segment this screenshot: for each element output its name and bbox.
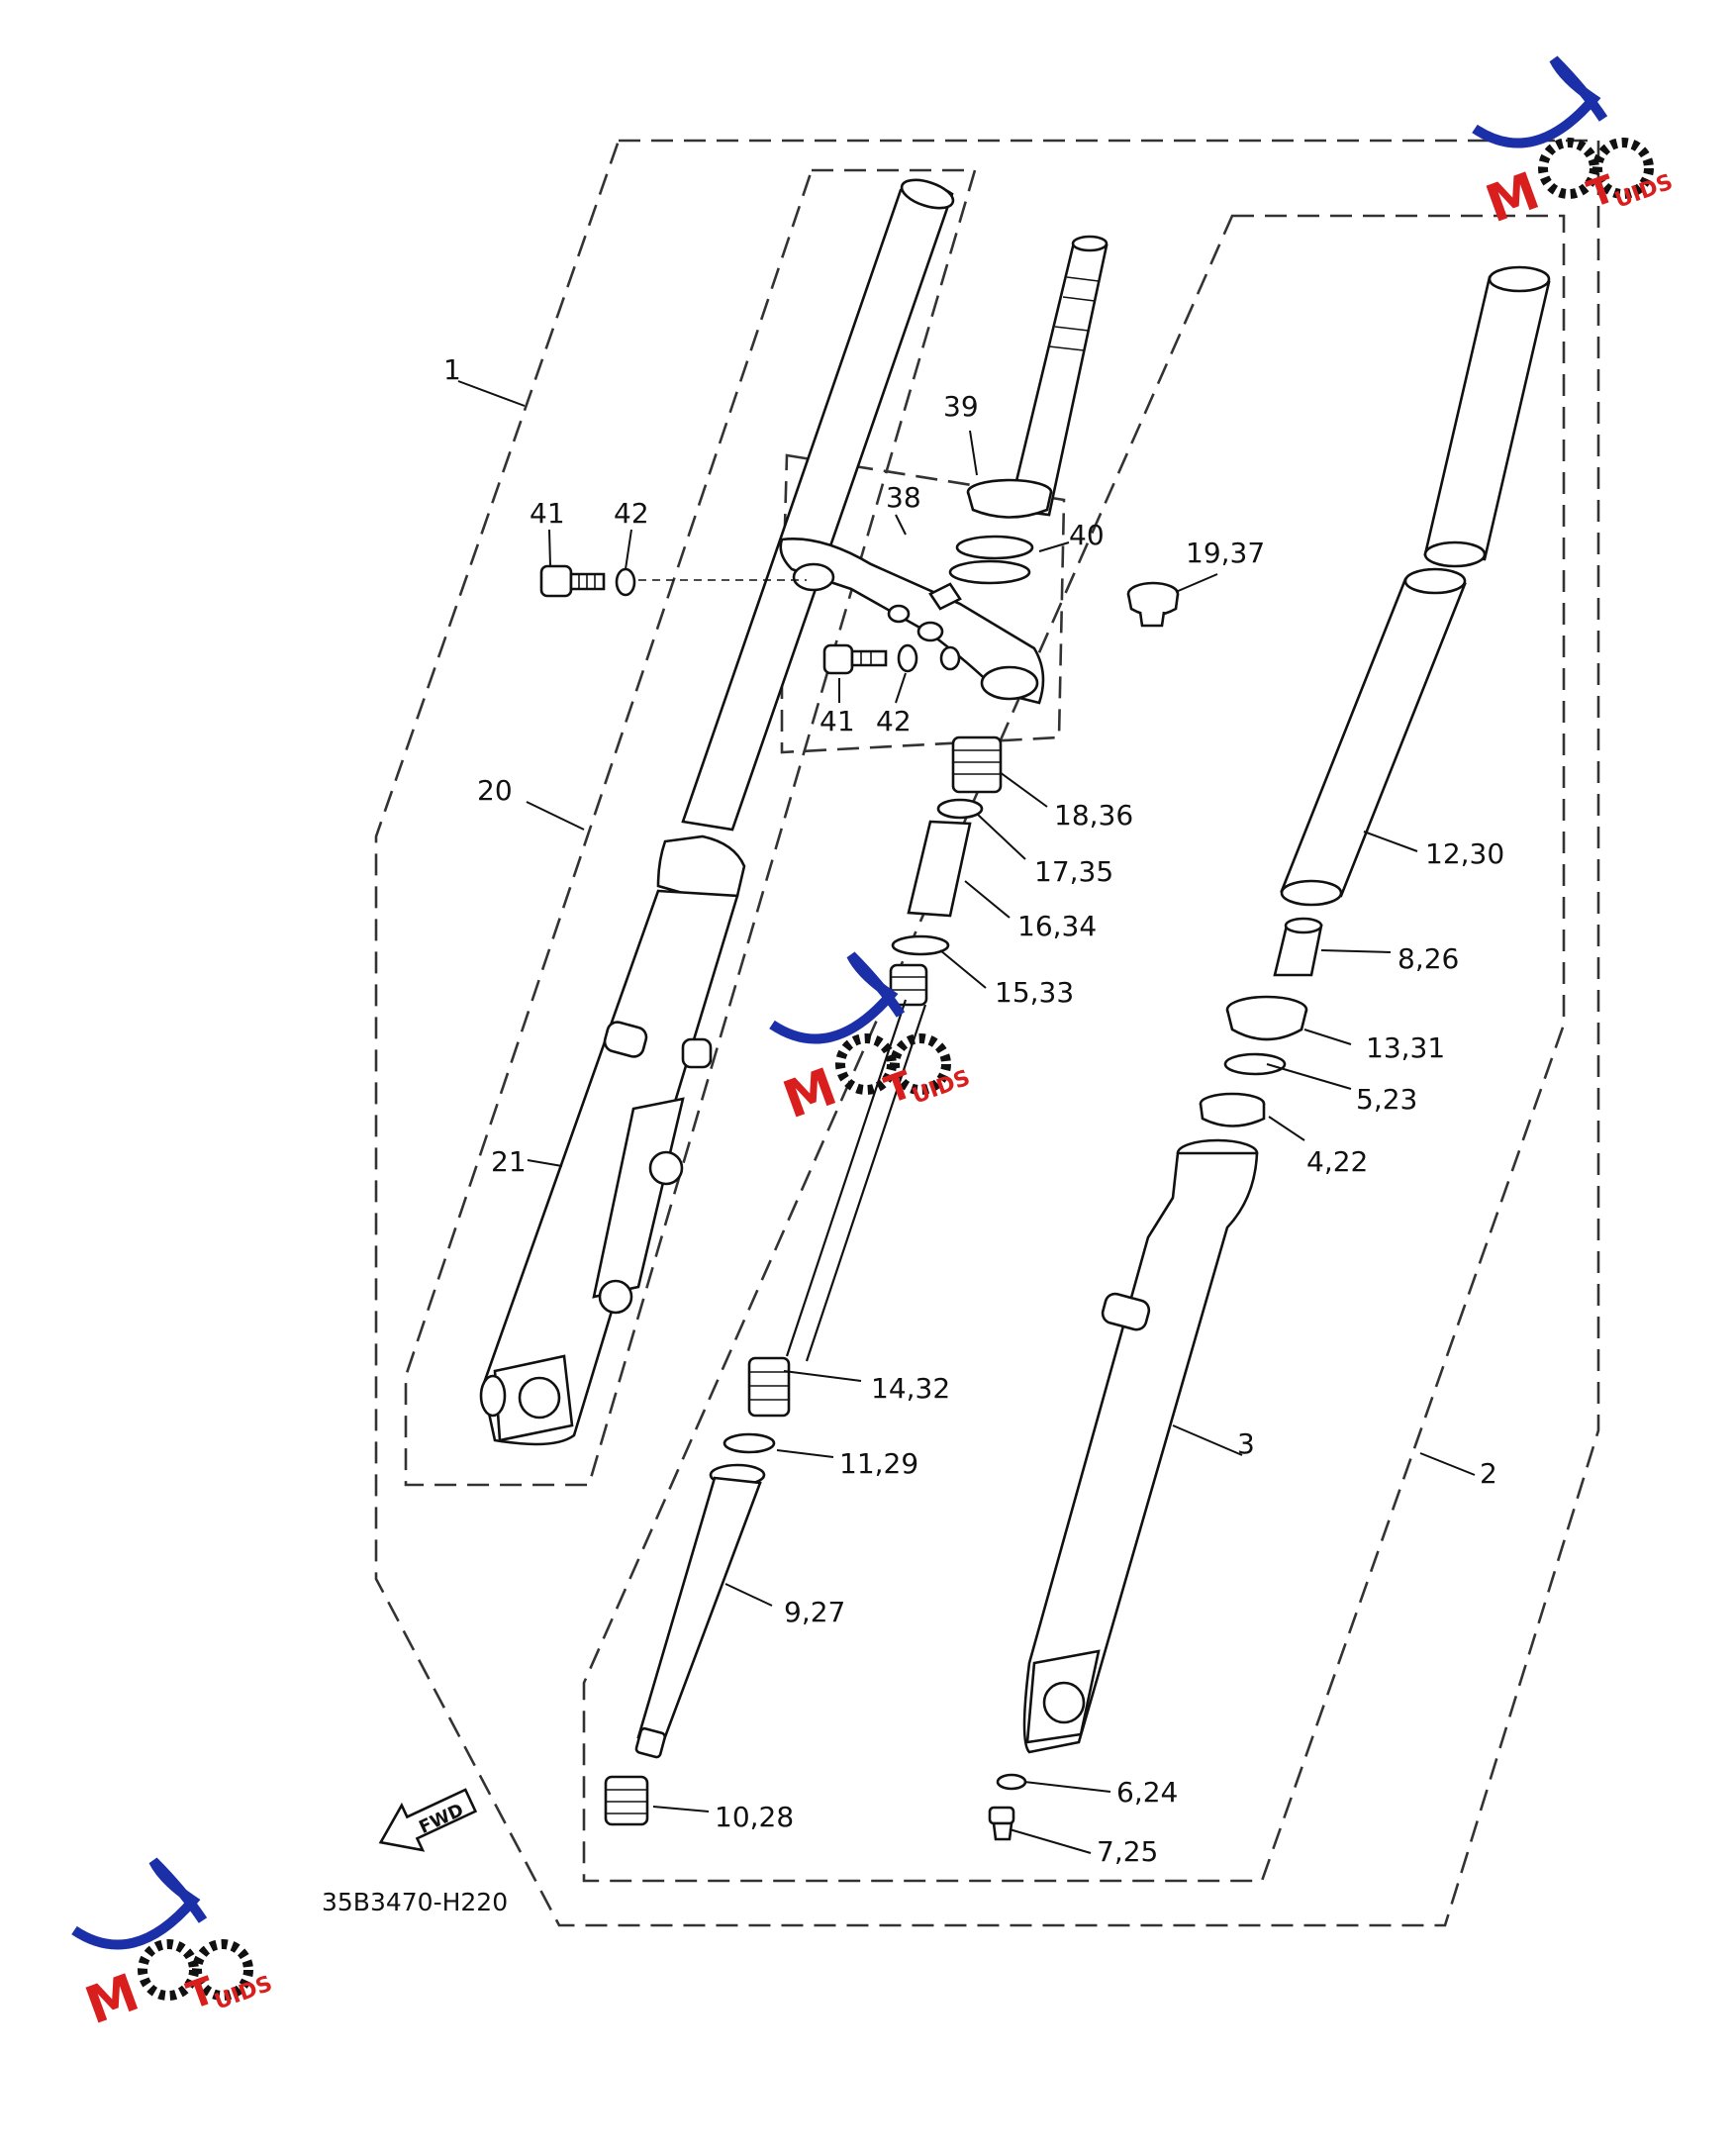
callout-10-28: 10,28: [715, 1801, 794, 1833]
svg-text:UIDS: UIDS: [1612, 170, 1677, 214]
callout-39: 39: [943, 390, 979, 423]
dust-seal-4: [1199, 1092, 1266, 1127]
piston-rod-16: [907, 820, 972, 918]
rebound-spring-15: [889, 963, 928, 1007]
svg-text:M: M: [1479, 161, 1547, 235]
fork-spring-long: [785, 999, 927, 1362]
oil-seal-13: [1225, 995, 1308, 1041]
callout-2: 2: [1480, 1457, 1497, 1490]
under-bracket-38: [779, 538, 1045, 705]
callout-38: 38: [886, 481, 921, 514]
race-40: [948, 535, 1034, 585]
watermark-logo-middle: M T UIDS: [769, 951, 974, 1130]
callout-40: 40: [1069, 519, 1105, 551]
callout-1: 1: [443, 353, 461, 386]
callout-14-32: 14,32: [871, 1372, 950, 1405]
svg-text:UIDS: UIDS: [212, 1972, 276, 2015]
spring-14: [747, 1356, 791, 1418]
washer-42-lower: [897, 643, 918, 673]
watermark-logo-bottom: M T UIDS: [71, 1857, 276, 2036]
spring-10: [604, 1775, 649, 1826]
inner-tube-12-lower: [1280, 567, 1467, 907]
callout-5-23: 5,23: [1356, 1083, 1417, 1116]
callout-11-29: 11,29: [839, 1447, 918, 1480]
callout-21: 21: [491, 1145, 527, 1178]
fork-assembly-1-boundary: [374, 139, 1600, 1927]
callout-41-upper: 41: [530, 497, 565, 530]
washer-6: [996, 1773, 1027, 1791]
callout-4-22: 4,22: [1306, 1145, 1368, 1178]
callout-labels: 1 2 3 4,22 5,23 6,24 7,25 8,26 9,27 10,2…: [443, 353, 1504, 1868]
washer-11: [723, 1432, 776, 1454]
damper-rod-9: [634, 1463, 766, 1759]
callout-9-27: 9,27: [784, 1596, 845, 1628]
svg-text:UIDS: UIDS: [910, 1066, 974, 1110]
cap-bolt-19: [1126, 581, 1180, 628]
pinch-bolt-41-upper: [539, 564, 606, 598]
svg-text:M: M: [78, 1963, 146, 2036]
callout-3: 3: [1237, 1427, 1255, 1460]
drain-bolt-7: [988, 1806, 1015, 1841]
callout-19-37: 19,37: [1186, 537, 1265, 569]
callout-20: 20: [477, 774, 513, 807]
bushing-8: [1273, 917, 1323, 977]
callout-13-31: 13,31: [1366, 1031, 1445, 1064]
fwd-arrow: FWD: [378, 1788, 478, 1852]
bracket-hole: [939, 645, 961, 671]
circlip-5: [1223, 1052, 1287, 1076]
callout-12-30: 12,30: [1425, 837, 1504, 870]
steering-stem-38: [1008, 235, 1108, 517]
callout-6-24: 6,24: [1116, 1776, 1178, 1809]
callout-18-36: 18,36: [1054, 799, 1133, 832]
bearing-39: [966, 478, 1053, 519]
outer-tube-20: [681, 178, 955, 832]
leader-lines: [457, 380, 1476, 1854]
washer-15: [891, 934, 950, 956]
washer-42-upper: [615, 567, 636, 597]
callout-17-35: 17,35: [1034, 855, 1113, 888]
o-ring-17: [936, 798, 984, 820]
callout-41-lower: 41: [819, 705, 855, 737]
drawing-code: 35B3470-H220: [322, 1888, 508, 1916]
watermark-logo-top: M T UIDS: [1472, 55, 1677, 235]
callout-15-33: 15,33: [995, 976, 1074, 1009]
callout-42-upper: 42: [614, 497, 649, 530]
fork-assembly-2-boundary: [582, 214, 1566, 1883]
spring-18: [951, 735, 1003, 794]
inner-tube-12-upper: [1423, 265, 1551, 568]
callout-16-34: 16,34: [1017, 910, 1097, 942]
callout-8-26: 8,26: [1398, 942, 1459, 975]
left-fork-group-boundary: [404, 168, 977, 1487]
callout-42-lower: 42: [876, 705, 912, 737]
callout-7-25: 7,25: [1097, 1835, 1158, 1868]
slider-21: [479, 834, 746, 1446]
outer-tube-3: [1022, 1138, 1259, 1754]
pinch-bolt-41-lower: [822, 643, 888, 675]
